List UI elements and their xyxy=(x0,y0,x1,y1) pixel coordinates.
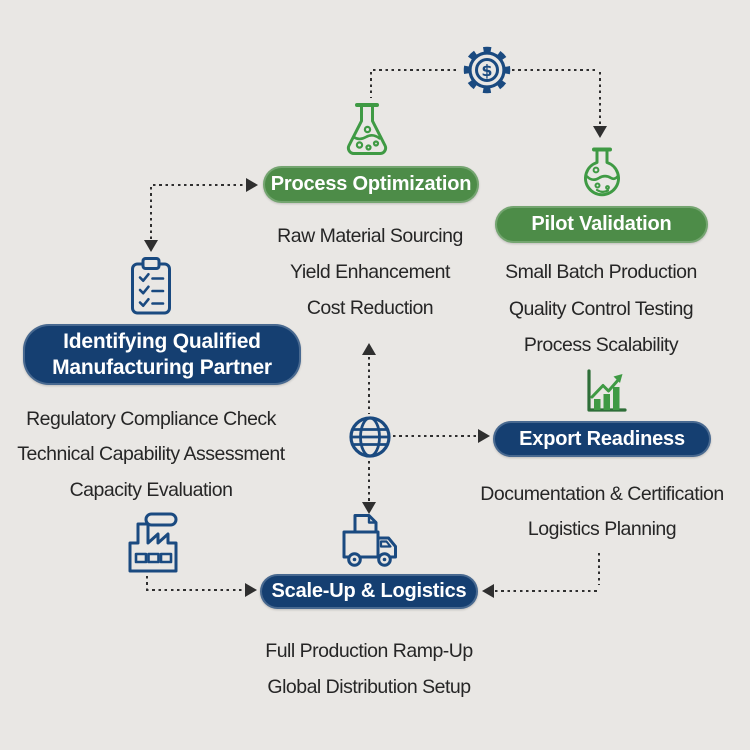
stage-item: Quality Control Testing xyxy=(508,298,694,320)
stage-item: Full Production Ramp-Up xyxy=(265,640,473,662)
connector-partner-process-horizontal xyxy=(153,184,245,186)
truck-document-icon xyxy=(339,511,401,569)
stage-label: Pilot Validation xyxy=(531,213,672,235)
stage-item: Raw Material Sourcing xyxy=(277,225,463,247)
stage-item: Technical Capability Assessment xyxy=(17,443,285,465)
stage-item: Small Batch Production xyxy=(505,261,697,283)
stage-label: Identifying Qualified Manufacturing Part… xyxy=(52,329,272,379)
connector-export-scaleup-horizontal xyxy=(495,590,599,592)
round-flask-icon xyxy=(584,143,620,201)
right-arrowhead-into-scaleup xyxy=(245,583,257,597)
connector-process-gear-vertical xyxy=(370,72,372,98)
stage-item: Cost Reduction xyxy=(306,297,434,319)
right-arrowhead-into-process-optimization xyxy=(246,178,258,192)
connector-globe-export xyxy=(393,435,477,437)
stage-pill-export-readiness: Export Readiness xyxy=(493,421,711,457)
gear-dollar-icon: $ xyxy=(461,44,513,96)
stage-label: Process Optimization xyxy=(270,173,472,195)
clipboard-checklist-icon xyxy=(129,256,173,316)
stage-pill-process-optimization: Process Optimization xyxy=(263,166,479,203)
stage-item: Process Scalability xyxy=(523,334,679,356)
stage-item: Global Distribution Setup xyxy=(267,676,471,698)
stage-pill-partner: Identifying Qualified Manufacturing Part… xyxy=(23,324,301,385)
erlenmeyer-flask-icon xyxy=(342,101,392,157)
connector-process-gear-horizontal xyxy=(373,69,459,71)
globe-icon xyxy=(348,415,392,459)
factory-icon xyxy=(125,512,181,574)
down-arrowhead-to-truck xyxy=(362,502,376,514)
connector-factory-scaleup-vertical xyxy=(146,576,148,589)
stage-pill-scale-up-logistics: Scale-Up & Logistics xyxy=(260,574,478,609)
down-arrowhead-to-clipboard xyxy=(144,240,158,252)
stage-label: Export Readiness xyxy=(519,427,685,450)
connector-globe-up xyxy=(368,357,370,414)
stage-item: Capacity Evaluation xyxy=(69,479,233,501)
stage-item: Yield Enhancement xyxy=(290,261,450,283)
growth-chart-icon xyxy=(582,368,628,416)
dollar-sign: $ xyxy=(481,61,492,80)
right-arrowhead-into-export-readiness xyxy=(478,429,490,443)
connector-gear-pilot-vertical xyxy=(599,72,601,125)
stage-item: Documentation & Certification xyxy=(480,483,724,505)
connector-gear-pilot-horizontal xyxy=(512,69,599,71)
down-arrowhead-to-pilot-flask xyxy=(593,126,607,138)
stage-item: Logistics Planning xyxy=(527,518,677,540)
connector-partner-process-vertical xyxy=(150,187,152,239)
stage-pill-pilot-validation: Pilot Validation xyxy=(495,206,708,243)
connector-export-scaleup-vertical xyxy=(598,553,600,585)
connector-globe-down xyxy=(368,461,370,501)
stage-item: Regulatory Compliance Check xyxy=(26,408,276,430)
left-arrowhead-into-scaleup xyxy=(482,584,494,598)
up-arrowhead-from-globe xyxy=(362,343,376,355)
connector-factory-scaleup-horizontal xyxy=(146,589,244,591)
stage-label: Scale-Up & Logistics xyxy=(271,580,467,602)
